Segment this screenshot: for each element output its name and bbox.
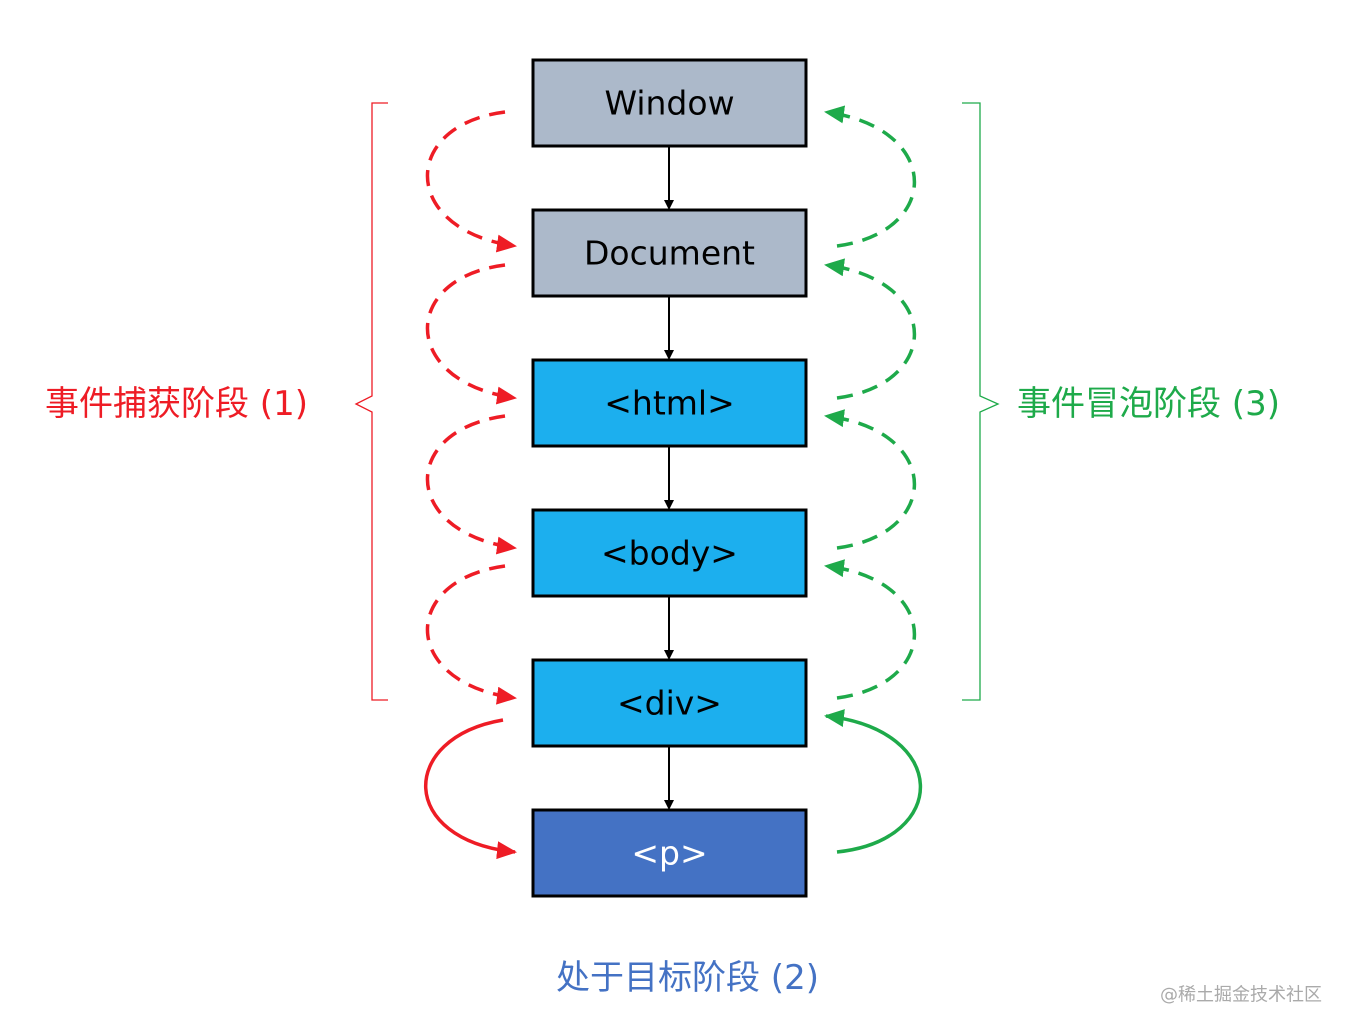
- bubble-arrows: [824, 105, 923, 854]
- node-label-window: Window: [604, 84, 734, 123]
- node-label-p: <p>: [631, 834, 707, 873]
- node-html: <html>: [531, 358, 808, 448]
- node-box-p: [531, 808, 808, 898]
- node-label-body: <body>: [601, 534, 738, 573]
- node-label-document: Document: [584, 234, 755, 273]
- capture-arrow-div-p: [423, 718, 517, 860]
- node-label-html: <html>: [604, 384, 734, 423]
- node-body: <body>: [531, 508, 808, 598]
- bubble-arrow-p-div: [824, 709, 923, 854]
- bubble-arrow-body-html: [824, 409, 917, 550]
- capture-brace: [354, 102, 388, 701]
- node-box-div: [531, 658, 808, 748]
- node-div: <div>: [531, 658, 808, 748]
- node-window: Window: [531, 58, 808, 148]
- capture-arrow-html-body: [425, 414, 517, 555]
- bubble-brace: [962, 102, 1000, 701]
- capture-arrow-window-document: [425, 110, 517, 253]
- bubble-arrow-html-document: [824, 258, 917, 400]
- node-document: Document: [531, 208, 808, 298]
- bubble-phase-label: 事件冒泡阶段 (3): [1017, 384, 1280, 424]
- bubble-arrow-document-window: [824, 105, 917, 248]
- node-box-window: [531, 58, 808, 148]
- node-box-html: [531, 358, 808, 448]
- watermark-text: @稀土掘金技术社区: [1160, 985, 1322, 1006]
- target-phase-label: 处于目标阶段 (2): [556, 958, 819, 998]
- capture-arrow-document-html: [425, 263, 517, 405]
- node-box-document: [531, 208, 808, 298]
- node-p: <p>: [531, 808, 808, 898]
- node-label-div: <div>: [617, 684, 722, 723]
- capture-phase-label: 事件捕获阶段 (1): [45, 384, 308, 424]
- node-box-body: [531, 508, 808, 598]
- capture-arrows: [423, 110, 517, 860]
- capture-arrow-body-div: [425, 564, 517, 705]
- bubble-arrow-div-body: [824, 559, 917, 700]
